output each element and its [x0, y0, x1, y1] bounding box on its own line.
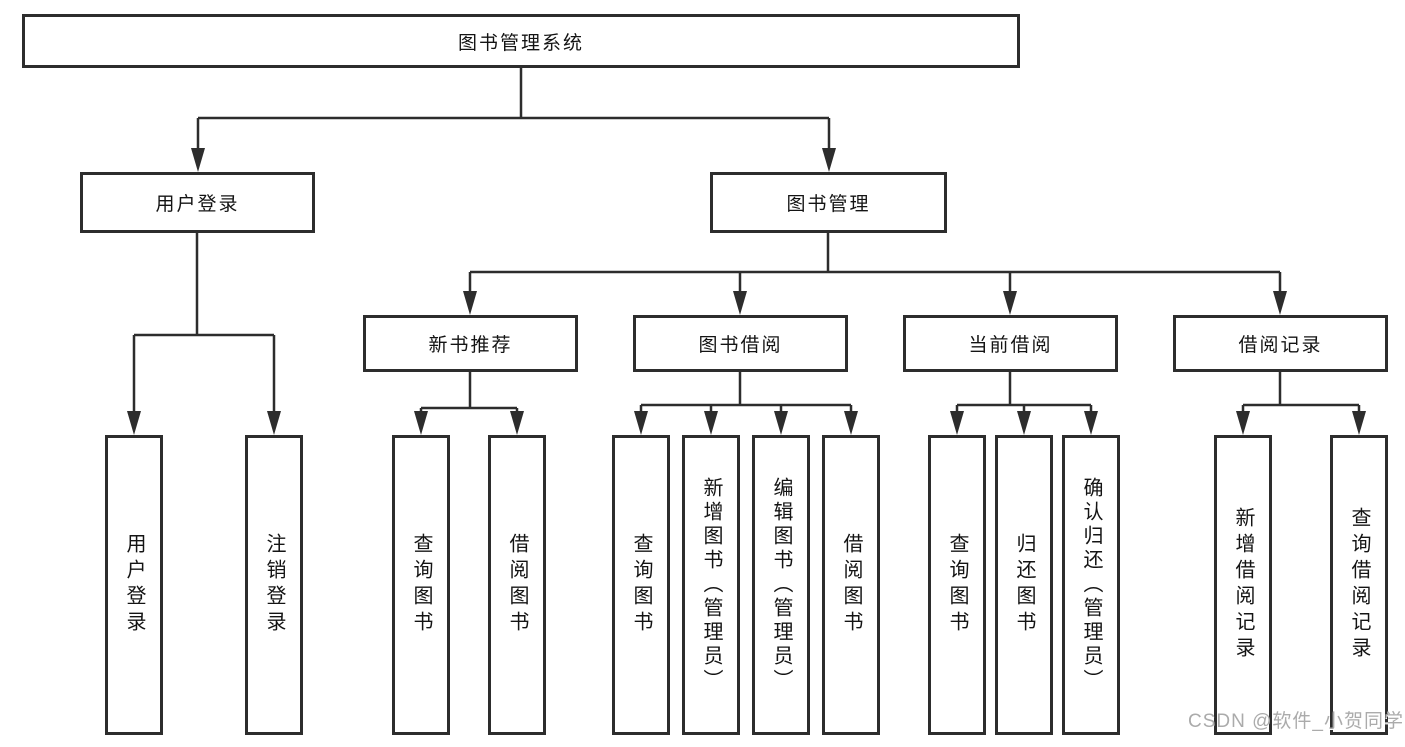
- leaf-user-login: 用户登录: [105, 435, 163, 735]
- node-book-management: 图书管理: [710, 172, 947, 233]
- leaf-borrow-books-recommend: 借阅图书: [488, 435, 546, 735]
- node-label: 确认归还（管理员）: [1080, 477, 1102, 693]
- arrowhead: [1084, 411, 1098, 435]
- csdn-watermark: CSDN @软件_小贺同学: [1188, 711, 1404, 732]
- leaf-confirm-return-admin: 确认归还（管理员）: [1062, 435, 1120, 735]
- arrowhead: [774, 411, 788, 435]
- node-label: 查询图书: [946, 533, 968, 637]
- arrowhead: [127, 411, 141, 435]
- node-new-book-recommendation: 新书推荐: [363, 315, 578, 372]
- leaf-return-books: 归还图书: [995, 435, 1053, 735]
- node-label: 借阅图书: [840, 533, 862, 637]
- node-label: 用户登录: [123, 533, 145, 637]
- arrowhead: [191, 148, 205, 172]
- node-user-login: 用户登录: [80, 172, 315, 233]
- leaf-edit-books-admin: 编辑图书（管理员）: [752, 435, 810, 735]
- node-label: 新书推荐: [428, 335, 513, 356]
- leaf-logout: 注销登录: [245, 435, 303, 735]
- arrowhead: [267, 411, 281, 435]
- arrowhead: [1003, 291, 1017, 315]
- node-label: 图书借阅: [698, 335, 783, 356]
- arrowhead: [463, 291, 477, 315]
- node-label: 图书管理系统: [457, 32, 584, 54]
- leaf-query-books-borrowing: 查询图书: [612, 435, 670, 735]
- arrowhead: [1352, 411, 1366, 435]
- node-label: 新增图书（管理员）: [700, 477, 722, 693]
- arrowhead: [414, 411, 428, 435]
- node-label: 归还图书: [1013, 533, 1035, 637]
- node-label: 图书管理: [786, 194, 871, 215]
- node-label: 查询借阅记录: [1348, 507, 1370, 663]
- node-book-borrowing: 图书借阅: [633, 315, 848, 372]
- arrowhead: [733, 291, 747, 315]
- leaf-query-books-current: 查询图书: [928, 435, 986, 735]
- node-label: 新增借阅记录: [1232, 507, 1254, 663]
- node-borrowing-records: 借阅记录: [1173, 315, 1388, 372]
- node-label: 当前借阅: [968, 335, 1053, 356]
- node-label: 注销登录: [263, 533, 285, 637]
- node-label: 用户登录: [155, 194, 240, 215]
- arrowhead: [704, 411, 718, 435]
- leaf-add-books-admin: 新增图书（管理员）: [682, 435, 740, 735]
- leaf-query-borrow-record: 查询借阅记录: [1330, 435, 1388, 735]
- node-label: 借阅记录: [1238, 335, 1323, 356]
- node-label: 编辑图书（管理员）: [770, 477, 792, 693]
- node-system-root: 图书管理系统: [22, 14, 1020, 68]
- leaf-add-borrow-record: 新增借阅记录: [1214, 435, 1272, 735]
- node-label: 查询图书: [630, 533, 652, 637]
- arrowhead: [1017, 411, 1031, 435]
- leaf-borrow-books: 借阅图书: [822, 435, 880, 735]
- node-label: 查询图书: [410, 533, 432, 637]
- arrowhead: [844, 411, 858, 435]
- arrowhead: [822, 148, 836, 172]
- arrowhead: [1236, 411, 1250, 435]
- arrowhead: [950, 411, 964, 435]
- arrowhead: [510, 411, 524, 435]
- arrowhead: [1273, 291, 1287, 315]
- leaf-query-books-recommend: 查询图书: [392, 435, 450, 735]
- arrowhead: [634, 411, 648, 435]
- node-label: 借阅图书: [506, 533, 528, 637]
- node-current-borrowing: 当前借阅: [903, 315, 1118, 372]
